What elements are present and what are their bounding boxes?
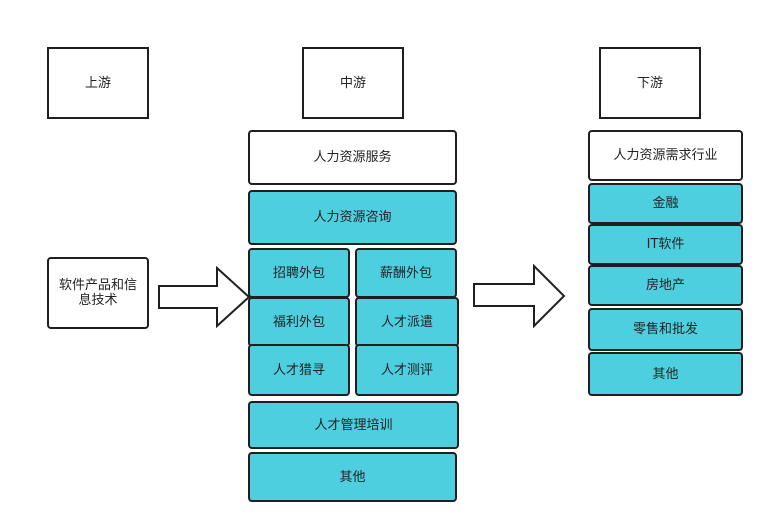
upstream-item-label: 软件产品和信息技术 (58, 278, 137, 308)
grid-item-label: 人才测评 (380, 362, 433, 378)
midstream-consulting-label: 人力资源咨询 (313, 210, 392, 225)
downstream-item: 房地产 (588, 265, 743, 306)
downstream-item: 零售和批发 (588, 308, 743, 351)
upstream-item-software: 软件产品和信息技术 (47, 257, 149, 329)
upstream-header-label: 上游 (84, 75, 111, 91)
midstream-training-label: 人才管理培训 (314, 417, 393, 433)
grid-item-label: 人才派遣 (380, 314, 433, 330)
downstream-item: 金融 (588, 183, 743, 224)
grid-item-label: 薪酬外包 (379, 265, 432, 281)
midstream-grid-item: 招聘外包 (248, 248, 350, 298)
grid-item-label: 人才猎寻 (272, 362, 325, 378)
midstream-grid-item: 福利外包 (248, 297, 350, 347)
downstream-item: IT软件 (588, 224, 743, 265)
downstream-item-label: 零售和批发 (632, 322, 698, 337)
downstream-header-label: 下游 (636, 75, 663, 91)
downstream-title-label: 人力资源需求行业 (613, 148, 718, 163)
grid-item-label: 福利外包 (272, 314, 325, 330)
midstream-grid-item: 人才猎寻 (248, 344, 350, 396)
downstream-header: 下游 (599, 47, 701, 119)
midstream-grid-item: 人才测评 (355, 344, 459, 396)
midstream-other-label: 其他 (339, 469, 366, 485)
downstream-item: 其他 (588, 352, 743, 396)
downstream-item-label: IT软件 (646, 237, 685, 252)
midstream-other: 其他 (248, 452, 457, 502)
downstream-item-label: 其他 (652, 366, 679, 382)
grid-item-label: 招聘外包 (272, 265, 325, 281)
midstream-grid-item: 薪酬外包 (355, 248, 457, 298)
midstream-training: 人才管理培训 (248, 401, 459, 449)
midstream-header: 中游 (302, 47, 404, 119)
midstream-title: 人力资源服务 (248, 130, 457, 185)
downstream-title: 人力资源需求行业 (588, 130, 743, 181)
upstream-to-midstream-arrow (158, 266, 251, 328)
midstream-grid-item: 人才派遣 (355, 297, 459, 347)
midstream-to-downstream-arrow (473, 264, 566, 328)
midstream-consulting: 人力资源咨询 (248, 190, 457, 245)
downstream-item-label: 金融 (652, 196, 679, 211)
midstream-title-label: 人力资源服务 (313, 150, 392, 165)
downstream-item-label: 房地产 (645, 278, 685, 293)
upstream-header: 上游 (47, 47, 149, 119)
midstream-header-label: 中游 (339, 75, 366, 91)
